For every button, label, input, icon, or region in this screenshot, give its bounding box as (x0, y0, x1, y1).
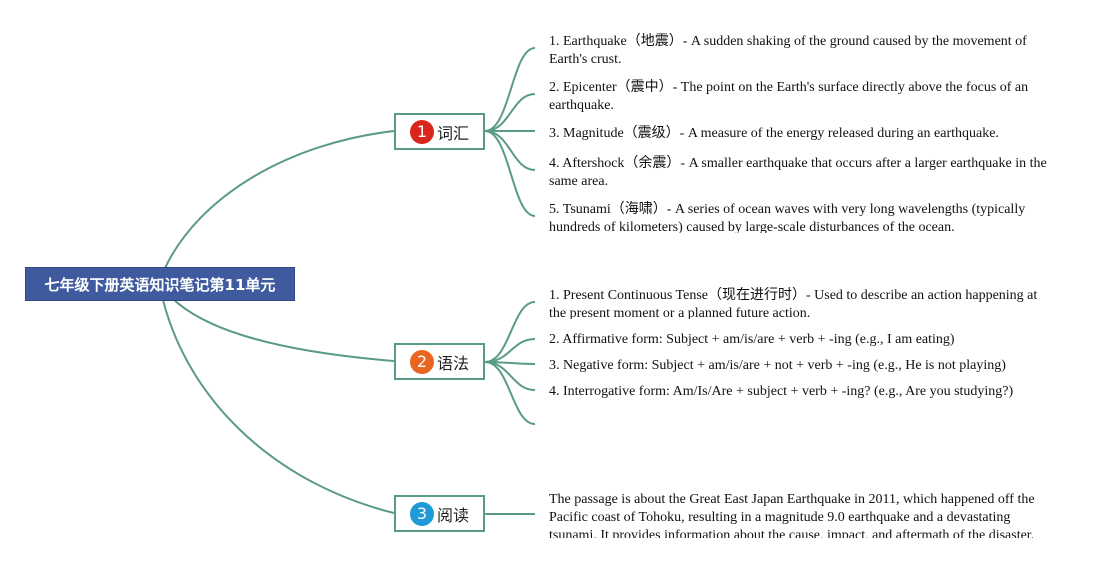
edge-root-branch-3 (162, 299, 395, 514)
leaf-grammar-2[interactable]: 2. Affirmative form: Subject + am/is/are… (549, 332, 955, 346)
edge-branch-2-leaf-1 (484, 301, 536, 363)
leaf-vocabulary-4[interactable]: 4. Aftershock（余震）- A smaller earthquake … (549, 156, 1047, 189)
edge-branch-2-leaf-5 (484, 361, 536, 425)
branch-vocabulary[interactable]: 1 词汇 (394, 113, 485, 150)
leaf-reading-1[interactable]: The passage is about the Great East Japa… (549, 492, 1035, 538)
leaf-grammar-1[interactable]: 1. Present Continuous Tense（现在进行时）- Used… (549, 288, 1038, 319)
edge-branch-2-leaf-4 (484, 361, 536, 391)
edge-branch-1-leaf-2 (484, 93, 536, 132)
branch-label: 词汇 (437, 123, 470, 143)
branch-reading[interactable]: 3 阅读 (394, 495, 485, 532)
branch-label: 语法 (437, 353, 470, 373)
leaf-vocabulary-1[interactable]: 1. Earthquake（地震）- A sudden shaking of t… (549, 34, 1027, 67)
edge-branch-2-leaf-2 (484, 338, 536, 363)
number-badge-icon: 1 (410, 119, 434, 144)
edge-branch-1-leaf-1 (484, 47, 536, 132)
branch-label: 阅读 (437, 505, 470, 525)
number-badge-icon: 2 (410, 349, 434, 374)
edge-branch-1-leaf-4 (484, 130, 536, 171)
edge-branch-1-leaf-5 (484, 130, 536, 217)
root-node[interactable]: 七年级下册英语知识笔记第11单元 (25, 267, 295, 301)
leaf-grammar-4[interactable]: 4. Interrogative form: Am/Is/Are + subje… (549, 384, 1014, 398)
leaf-vocabulary-2[interactable]: 2. Epicenter（震中）- The point on the Earth… (549, 80, 1029, 113)
branch-grammar[interactable]: 2 语法 (394, 343, 485, 380)
leaf-vocabulary-5[interactable]: 5. Tsunami（海啸）- A series of ocean waves … (549, 202, 1026, 233)
root-title: 七年级下册英语知识笔记第11单元 (44, 275, 276, 294)
leaf-grammar-5[interactable] (549, 416, 1049, 431)
leaf-grammar-3[interactable]: 3. Negative form: Subject + am/is/are + … (549, 358, 1006, 372)
leaf-vocabulary-3[interactable]: 3. Magnitude（震级）- A measure of the energ… (549, 126, 999, 141)
number-badge-icon: 3 (410, 501, 434, 526)
edge-root-branch-2 (171, 297, 395, 362)
edge-root-branch-1 (164, 130, 395, 269)
